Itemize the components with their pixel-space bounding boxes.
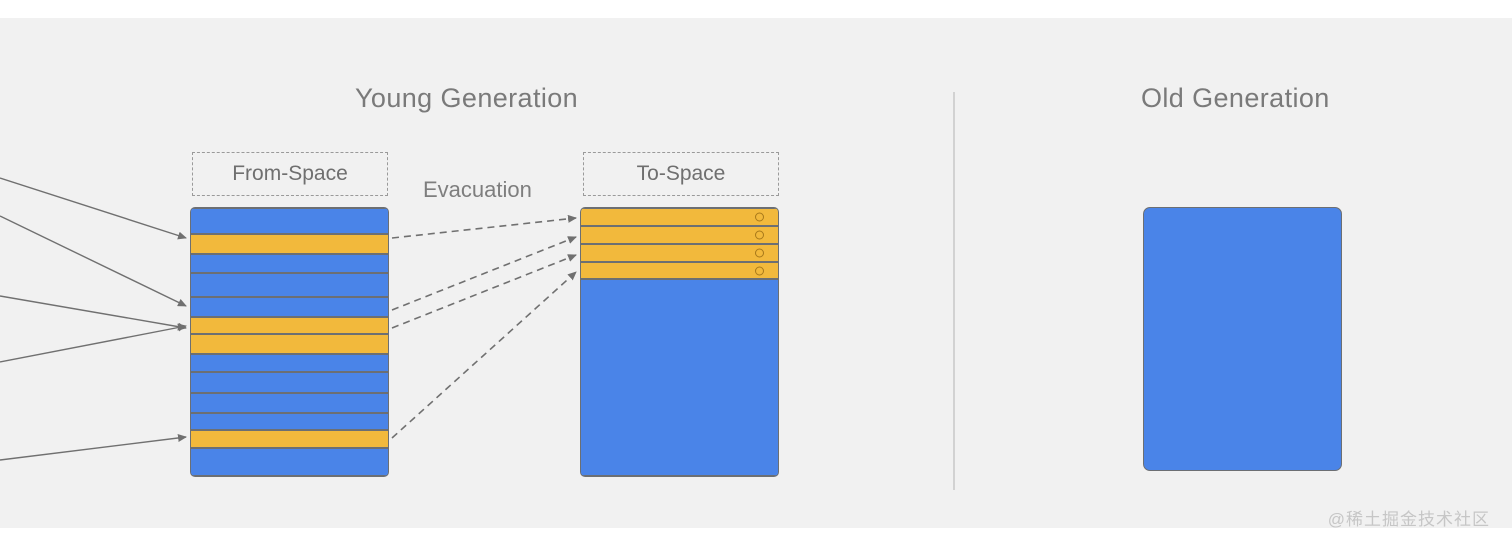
from-space-band-live <box>191 233 388 255</box>
from-space-band-free <box>191 354 388 373</box>
object-marker-icon <box>755 230 764 240</box>
from-space-band-live <box>191 429 388 449</box>
to-space-band-live <box>581 261 778 280</box>
from-space-band-live <box>191 317 388 334</box>
from-space-band-free <box>191 296 388 318</box>
to-space-block <box>580 207 779 477</box>
to-space-band-live <box>581 225 778 244</box>
watermark: @稀土掘金技术社区 <box>1327 510 1490 529</box>
to-space-band-free <box>581 279 778 476</box>
from-space-block <box>190 207 389 477</box>
to-space-band-live <box>581 208 778 226</box>
to-space-band-live <box>581 243 778 262</box>
from-space-band-live <box>191 333 388 354</box>
to-space-label: To-Space <box>583 152 779 196</box>
old-generation-title: Old Generation <box>1141 83 1330 113</box>
generation-divider-line <box>953 92 955 490</box>
from-space-band-free <box>191 448 388 476</box>
young-generation-title: Young Generation <box>355 83 579 113</box>
from-space-label: From-Space <box>192 152 388 196</box>
from-space-band-free <box>191 208 388 234</box>
object-marker-icon <box>755 212 764 222</box>
object-marker-icon <box>755 248 764 258</box>
old-generation-block <box>1143 207 1342 471</box>
object-marker-icon <box>755 266 764 276</box>
from-space-band-free <box>191 413 388 430</box>
evacuation-label: Evacuation <box>423 177 532 202</box>
from-space-band-free <box>191 272 388 297</box>
from-space-band-free <box>191 392 388 414</box>
from-space-band-free <box>191 254 388 273</box>
from-space-band-free <box>191 372 388 393</box>
